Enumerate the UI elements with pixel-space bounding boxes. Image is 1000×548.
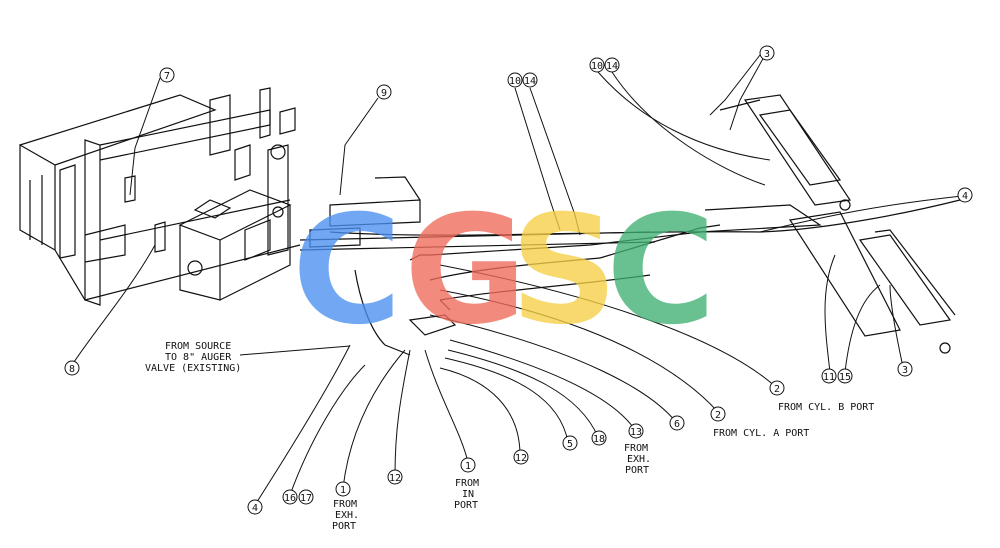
callout-6: 6 (669, 415, 685, 431)
svg-text:2: 2 (715, 410, 721, 421)
callout-3-top: 3 (759, 45, 775, 61)
callout-13: 13 (628, 423, 644, 439)
svg-text:8: 8 (69, 364, 75, 375)
note-cyl-a: FROM CYL. A PORT (713, 428, 809, 439)
callout-4-left: 4 (247, 499, 263, 515)
svg-text:6: 6 (674, 419, 680, 430)
note-exh1-line-1: FROM (333, 499, 357, 510)
svg-text:17: 17 (300, 493, 312, 504)
svg-text:5: 5 (567, 439, 573, 450)
note-in-line-2: IN (462, 489, 474, 500)
svg-text:3: 3 (764, 49, 770, 60)
callout-16: 16 (282, 489, 298, 505)
callout-10-b: 10 (589, 57, 605, 73)
callout-17: 17 (298, 489, 314, 505)
note-exh13-line-3: PORT (625, 465, 649, 476)
note-in-line-3: PORT (454, 500, 478, 511)
watermark-letter-1: C (292, 184, 402, 358)
frame-drawing (19, 87, 961, 356)
svg-text:7: 7 (164, 71, 170, 82)
callout-3-bottom: 3 (897, 361, 913, 377)
callout-15: 15 (837, 368, 853, 384)
note-in-line-1: FROM (455, 478, 479, 489)
callout-9: 9 (376, 84, 392, 100)
note-exh1-line-3: PORT (332, 521, 356, 532)
callout-1-left: 1 (335, 481, 351, 497)
callout-14-a: 14 (522, 72, 538, 88)
note-exh13-line-1: FROM (624, 443, 648, 454)
callout-12-right: 12 (513, 449, 529, 465)
callout-7: 7 (159, 67, 175, 83)
callout-10-a: 10 (507, 72, 523, 88)
watermark: C G S C (292, 184, 716, 358)
callout-14-b: 14 (604, 57, 620, 73)
svg-text:10: 10 (509, 76, 521, 87)
leader-lines (71, 54, 963, 506)
note-exh1-line-2: EXH. (335, 510, 359, 521)
svg-text:11: 11 (823, 372, 835, 383)
svg-text:13: 13 (630, 427, 642, 438)
callout-5: 5 (562, 435, 578, 451)
callout-12-left: 12 (387, 469, 403, 485)
callout-8: 8 (64, 360, 80, 376)
svg-text:12: 12 (389, 473, 401, 484)
note-source-line-3: VALVE (EXISTING) (145, 363, 241, 374)
note-source-line-2: TO 8" AUGER (165, 352, 232, 363)
svg-text:10: 10 (591, 61, 603, 72)
svg-text:2: 2 (774, 384, 780, 395)
note-source-line-1: FROM SOURCE (165, 341, 231, 352)
svg-text:16: 16 (284, 493, 296, 504)
notes: FROM SOURCE TO 8" AUGER VALVE (EXISTING)… (145, 341, 874, 532)
callout-11: 11 (821, 368, 837, 384)
callouts: 7 9 10 14 10 14 3 4 8 2 2 6 13 18 5 12 1… (64, 45, 973, 515)
note-exh13-line-2: EXH. (627, 454, 651, 465)
svg-text:3: 3 (902, 365, 908, 376)
watermark-letter-4: C (606, 184, 716, 358)
note-cyl-b: FROM CYL. B PORT (778, 402, 874, 413)
watermark-letter-3: S (510, 184, 618, 358)
svg-text:14: 14 (524, 76, 536, 87)
svg-text:9: 9 (381, 88, 387, 99)
svg-text:12: 12 (515, 453, 527, 464)
callout-18: 18 (591, 430, 607, 446)
callout-4-right: 4 (957, 187, 973, 203)
svg-text:1: 1 (465, 461, 471, 472)
svg-text:4: 4 (252, 503, 258, 514)
watermark-letter-2: G (404, 184, 527, 358)
svg-text:1: 1 (340, 485, 346, 496)
svg-text:15: 15 (839, 372, 851, 383)
callout-2-b: 2 (769, 380, 785, 396)
svg-text:18: 18 (593, 434, 605, 445)
callout-1-right: 1 (460, 457, 476, 473)
svg-text:4: 4 (962, 191, 968, 202)
svg-text:14: 14 (606, 61, 618, 72)
callout-2-a: 2 (710, 406, 726, 422)
